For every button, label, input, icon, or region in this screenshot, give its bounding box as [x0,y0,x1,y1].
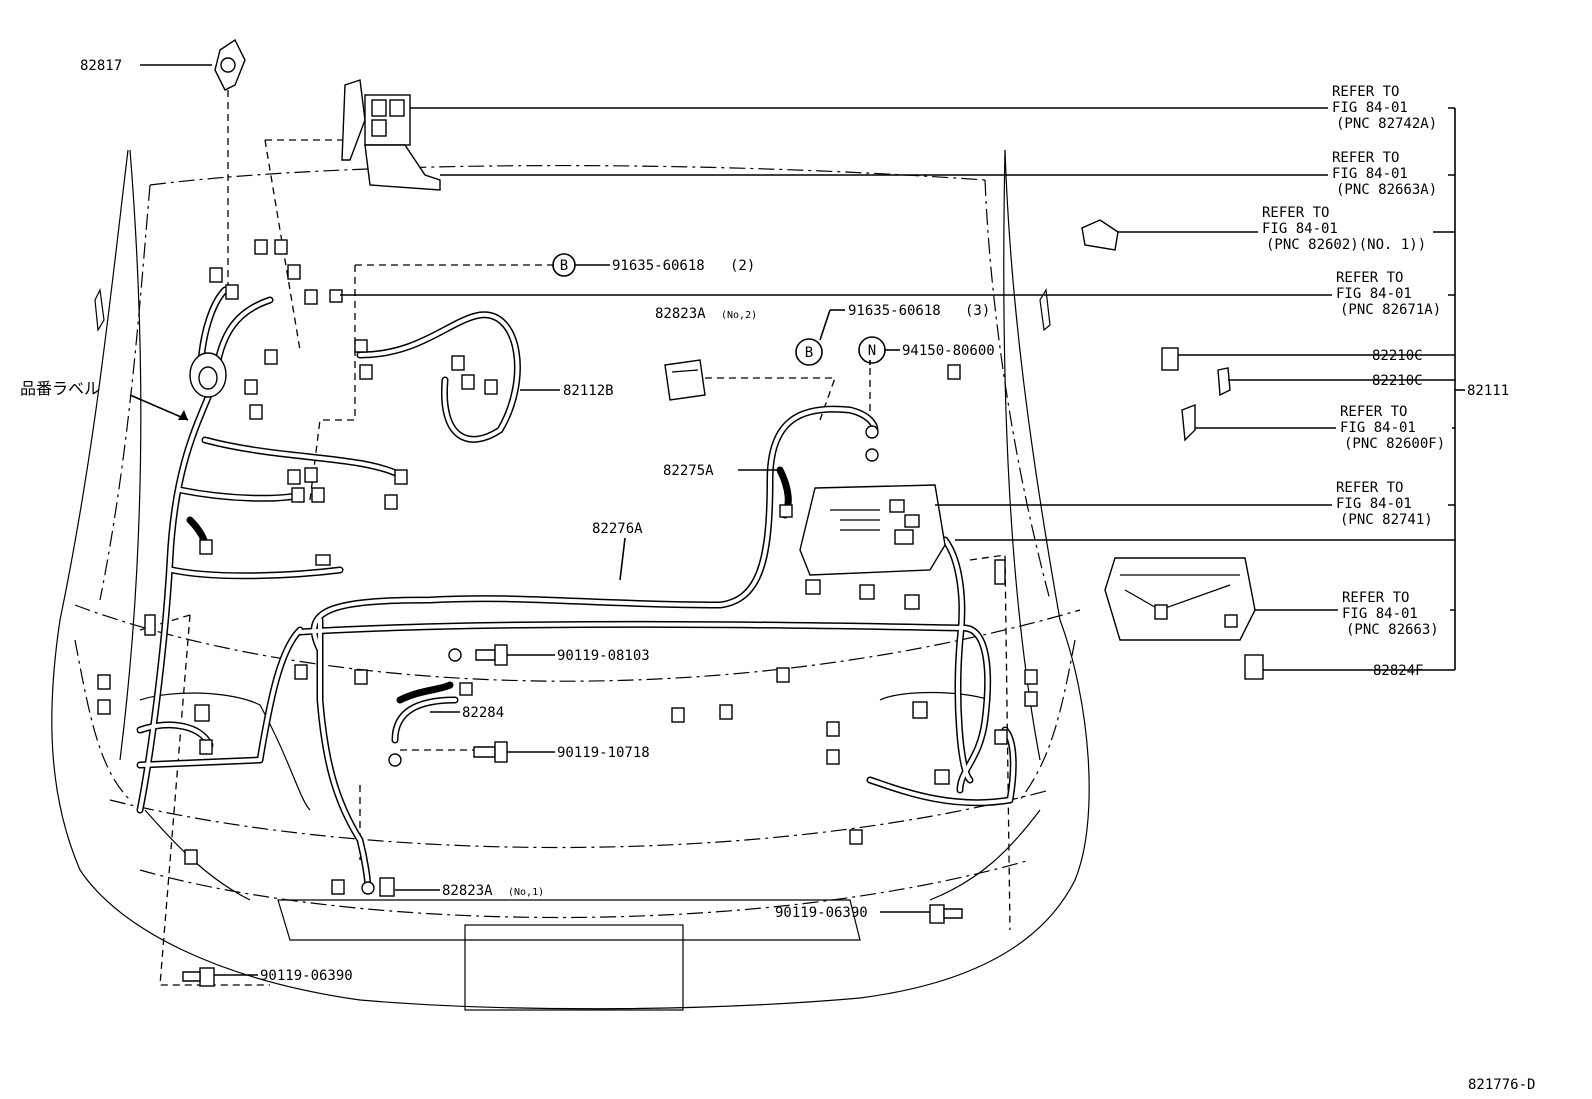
ref-82663A: REFER TO FIG 84-01 (PNC 82663A) [1328,148,1448,200]
label-82276A: 82276A [592,521,643,537]
label-91635-60618-2: 91635-60618 [612,258,705,274]
label-90119-06390-right: 90119-06390 [775,905,868,921]
vehicle-body-outline [51,149,1090,1011]
circle-b-label-1: B [560,258,568,274]
circle-b-marker-2 [795,338,823,366]
ref-82742A-line1: REFER TO [1332,84,1399,100]
ref-82602-line2: FIG 84-01 [1262,221,1338,237]
ref-82742A: REFER TO FIG 84-01 (PNC 82742A) [1328,82,1448,134]
circle-markers: B B N [552,253,886,366]
ref-82671A: REFER TO FIG 84-01 (PNC 82671A) [1332,268,1448,320]
ref-82671A-line1: REFER TO [1336,270,1403,286]
ref-82600F-line1: REFER TO [1340,404,1407,420]
relay-block-top [341,79,441,191]
bolt-90119-08103 [475,644,508,666]
ref-82663A-line1: REFER TO [1332,150,1399,166]
ref-82602-line3: (PNC 82602)(NO. 1)) [1266,237,1426,253]
ref-82742A-line3: (PNC 82742A) [1336,116,1437,132]
ref-82663-line3: (PNC 82663) [1346,622,1439,638]
part-labels: 82817 品番ラベル 91635-60618 (2) 91635-60618 … [20,58,1535,1093]
label-82823A-no1: 82823A [442,883,493,899]
label-82210C-2: 82210C [1372,373,1423,389]
ref-82600F: REFER TO FIG 84-01 (PNC 82600F) [1336,402,1452,454]
label-90119-08103: 90119-08103 [557,648,650,664]
label-82275A: 82275A [663,463,714,479]
bolt-90119-06390-left [182,967,215,987]
label-82823A-no2-sub: (No,2) [721,310,757,321]
ref-82663A-line2: FIG 84-01 [1332,166,1408,182]
label-part-number-label-jp: 品番ラベル [20,379,100,398]
label-91635-60618-3: 91635-60618 [848,303,941,319]
circle-n-marker [858,336,886,364]
connector-82823A-no2 [664,359,706,401]
label-82824F: 82824F [1373,663,1424,679]
label-82210C-1: 82210C [1372,348,1423,364]
label-94150-80600: 94150-80600 [902,343,995,359]
label-91635-60618-3-qty: (3) [965,303,990,319]
ref-82600F-line3: (PNC 82600F) [1344,436,1445,452]
ref-82602-line1: REFER TO [1262,205,1329,221]
ref-82663-line1: REFER TO [1342,590,1409,606]
leader-lines [129,64,1465,976]
bolts [182,644,963,987]
bolt-90119-06390-right [929,904,963,924]
bolt-90119-10718 [473,741,508,763]
ref-82742A-line2: FIG 84-01 [1332,100,1408,116]
label-90119-06390-left: 90119-06390 [260,968,353,984]
ref-82663-line2: FIG 84-01 [1342,606,1418,622]
ref-82602: REFER TO FIG 84-01 (PNC 82602)(NO. 1)) [1258,203,1433,255]
label-90119-10718: 90119-10718 [557,745,650,761]
harness-connectors [97,239,1038,897]
label-82111: 82111 [1467,383,1509,399]
ref-82741-line3: (PNC 82741) [1340,512,1433,528]
circle-b-marker-1 [552,253,576,277]
main-harness [136,286,1017,895]
right-small-parts [1081,219,1264,680]
figure-id: 821776-D [1468,1077,1535,1093]
label-91635-60618-2-qty: (2) [730,258,755,274]
label-82823A-no2: 82823A [655,306,706,322]
ref-82671A-line2: FIG 84-01 [1336,286,1412,302]
ref-82741: REFER TO FIG 84-01 (PNC 82741) [1332,478,1448,530]
ref-82600F-line2: FIG 84-01 [1340,420,1416,436]
label-82823A-no1-sub: (No,1) [508,887,544,898]
label-82112B: 82112B [563,383,614,399]
clip-82817 [214,38,246,91]
ref-82741-line2: FIG 84-01 [1336,496,1412,512]
circle-b-label-2: B [805,345,813,361]
ref-82663A-line3: (PNC 82663A) [1336,182,1437,198]
ref-82671A-line3: (PNC 82671A) [1340,302,1441,318]
label-82817: 82817 [80,58,122,74]
circle-n-label: N [868,343,876,359]
reference-notes: REFER TO FIG 84-01 (PNC 82742A) REFER TO… [1258,82,1452,640]
relay-box-right [1104,557,1256,641]
ref-82663: REFER TO FIG 84-01 (PNC 82663) [1338,588,1450,640]
junction-block [799,484,946,576]
ref-82741-line1: REFER TO [1336,480,1403,496]
label-82284: 82284 [462,705,504,721]
